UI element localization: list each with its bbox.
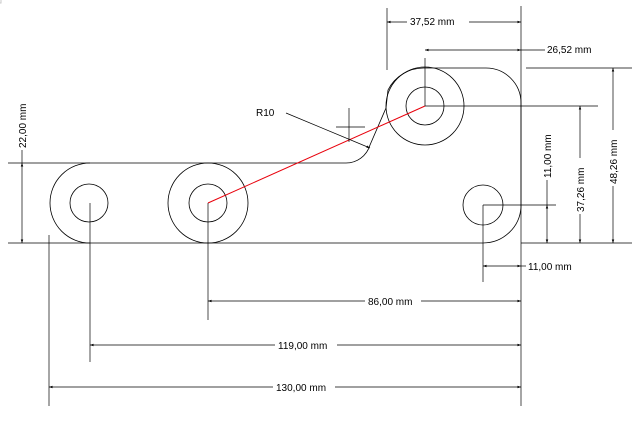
dim-119-00-label: 119,00 mm xyxy=(278,341,327,352)
part-outline-path xyxy=(49,67,522,244)
radius-label: R10 xyxy=(256,108,275,119)
dim-48-26: 48,26 mm xyxy=(607,68,620,243)
dim-37-52-label: 37,52 mm xyxy=(410,17,454,28)
dim-37-52: 37,52 mm xyxy=(387,15,521,28)
dim-11-00-h-label: 11,00 mm xyxy=(528,262,572,273)
hole-left xyxy=(69,183,109,223)
dim-37-26-label: 37,26 mm xyxy=(576,168,587,212)
extension-lines xyxy=(8,6,632,406)
dim-11-00-v: 11,00 mm xyxy=(541,126,554,243)
radius-leader xyxy=(285,112,371,149)
dim-86-00-label: 86,00 mm xyxy=(368,297,412,308)
dim-22-00-label: 22,00 mm xyxy=(18,104,29,148)
dim-130-00-label: 130,00 mm xyxy=(276,383,326,394)
radius-callout: R10 xyxy=(256,108,371,149)
dim-37-26: 37,26 mm xyxy=(574,106,587,243)
part-outline xyxy=(49,66,522,244)
dim-11-00-v-label: 11,00 mm xyxy=(543,134,554,178)
dim-119-00: 119,00 mm xyxy=(90,338,521,352)
dim-11-00-h: 11,00 mm xyxy=(483,262,572,273)
dim-48-26-label: 48,26 mm xyxy=(609,140,620,184)
corner-mark xyxy=(0,0,2,4)
dim-22-00: 22,00 mm xyxy=(16,98,29,243)
dim-130-00: 130,00 mm xyxy=(49,380,521,394)
dim-26-52-label: 26,52 mm xyxy=(547,45,591,56)
dim-26-52: 26,52 mm xyxy=(425,45,591,56)
center-connection-line xyxy=(207,105,426,204)
dim-86-00: 86,00 mm xyxy=(208,294,521,308)
